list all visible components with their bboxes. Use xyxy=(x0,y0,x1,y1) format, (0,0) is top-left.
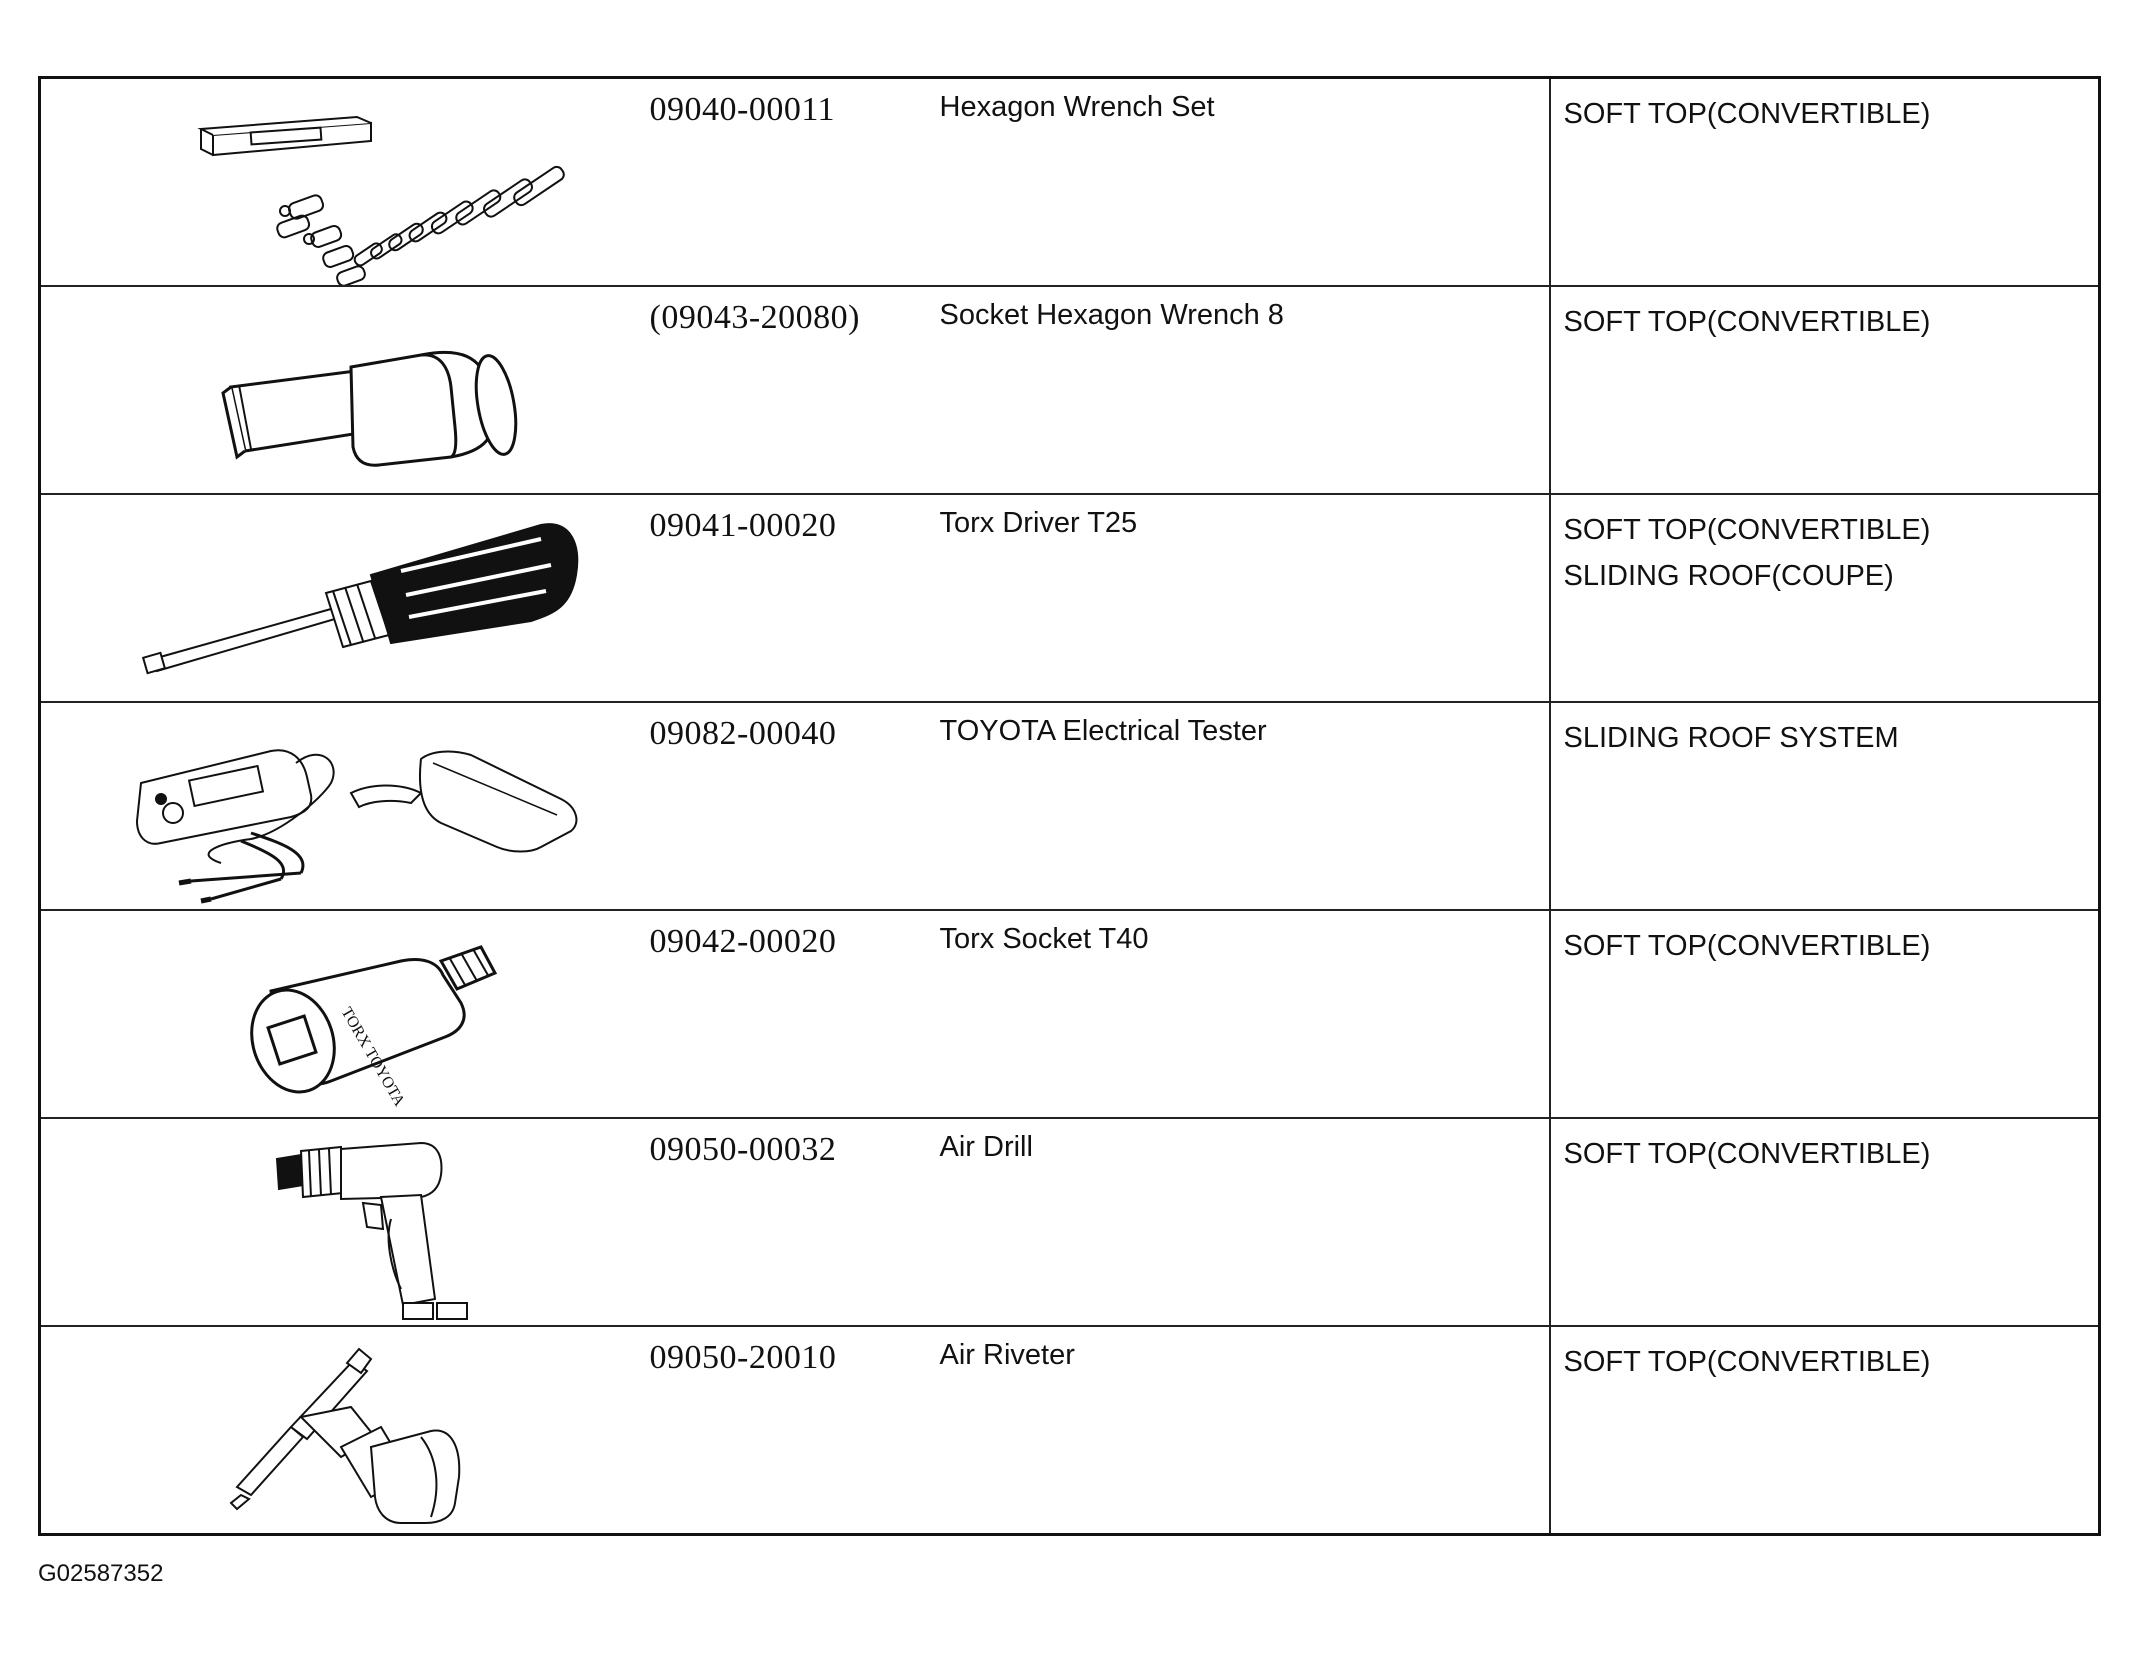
usage-item: SOFT TOP(CONVERTIBLE) xyxy=(1563,514,1931,546)
part-number-cell: 09042-00020 xyxy=(639,909,930,1119)
usage-cell: SOFT TOP(CONVERTIBLE) SLIDING ROOF(COUPE… xyxy=(1548,493,2100,703)
table-row: 09082-00040 TOYOTA Electrical Tester SLI… xyxy=(39,701,2100,911)
usage-cell: SOFT TOP(CONVERTIBLE) xyxy=(1548,76,2100,287)
part-number-cell: 09050-00032 xyxy=(639,1117,930,1327)
torx-driver-icon xyxy=(41,495,641,701)
usage-item: SOFT TOP(CONVERTIBLE) xyxy=(1563,1346,1931,1378)
tool-name-cell: Air Riveter xyxy=(929,1325,1550,1536)
part-number: 09040-00011 xyxy=(649,91,836,128)
tool-name: Air Riveter xyxy=(939,1339,1075,1371)
illustration-cell xyxy=(39,285,641,495)
tool-name-cell: Torx Socket T40 xyxy=(929,909,1550,1119)
table-row: 09040-00011 Hexagon Wrench Set SOFT TOP(… xyxy=(39,76,2100,287)
socket-hexagon-wrench-icon xyxy=(41,287,641,493)
table-row: TORX TOYOTA 09042-00020 Torx Socket T40 … xyxy=(39,909,2100,1119)
usage-cell: SOFT TOP(CONVERTIBLE) xyxy=(1548,909,2100,1119)
part-number: 09050-00032 xyxy=(649,1131,837,1168)
usage-item: SOFT TOP(CONVERTIBLE) xyxy=(1563,1138,1931,1170)
tool-name-cell: Air Drill xyxy=(929,1117,1550,1327)
part-number: 09050-20010 xyxy=(649,1339,837,1376)
figure-id: G02587352 xyxy=(38,1560,164,1587)
usage-cell: SLIDING ROOF SYSTEM xyxy=(1548,701,2100,911)
hexagon-wrench-set-icon xyxy=(41,79,641,285)
illustration-cell xyxy=(39,493,641,703)
illustration-cell: TORX TOYOTA xyxy=(39,909,641,1119)
table-row: 09050-20010 Air Riveter SOFT TOP(CONVERT… xyxy=(39,1325,2100,1536)
usage-cell: SOFT TOP(CONVERTIBLE) xyxy=(1548,1117,2100,1327)
air-riveter-icon xyxy=(41,1327,641,1533)
part-number: 09041-00020 xyxy=(649,507,837,544)
illustration-cell xyxy=(39,1325,641,1536)
illustration-cell xyxy=(39,1117,641,1327)
usage-item: SOFT TOP(CONVERTIBLE) xyxy=(1563,306,1931,338)
tool-name: TOYOTA Electrical Tester xyxy=(939,715,1267,747)
illustration-cell xyxy=(39,701,641,911)
torx-socket-icon: TORX TOYOTA xyxy=(41,911,641,1117)
table-row: 09050-00032 Air Drill SOFT TOP(CONVERTIB… xyxy=(39,1117,2100,1327)
electrical-tester-icon xyxy=(41,703,641,909)
tool-name-cell: Hexagon Wrench Set xyxy=(929,76,1550,287)
part-number-cell: 09041-00020 xyxy=(639,493,930,703)
part-number: 09042-00020 xyxy=(649,923,837,960)
table-row: (09043-20080) Socket Hexagon Wrench 8 SO… xyxy=(39,285,2100,495)
usage-cell: SOFT TOP(CONVERTIBLE) xyxy=(1548,285,2100,495)
tool-name-cell: Socket Hexagon Wrench 8 xyxy=(929,285,1550,495)
tool-name-cell: TOYOTA Electrical Tester xyxy=(929,701,1550,911)
usage-item: SLIDING ROOF(COUPE) xyxy=(1563,560,1894,592)
part-number-cell: (09043-20080) xyxy=(639,285,930,495)
tool-name: Air Drill xyxy=(939,1131,1033,1163)
usage-item: SLIDING ROOF SYSTEM xyxy=(1563,722,1899,754)
part-number-cell: 09082-00040 xyxy=(639,701,930,911)
usage-item: SOFT TOP(CONVERTIBLE) xyxy=(1563,930,1931,962)
part-number: 09082-00040 xyxy=(649,715,837,752)
table-row: 09041-00020 Torx Driver T25 SOFT TOP(CON… xyxy=(39,493,2100,703)
tool-name: Torx Driver T25 xyxy=(939,507,1138,539)
air-drill-icon xyxy=(41,1119,641,1325)
special-service-tools-table: 09040-00011 Hexagon Wrench Set SOFT TOP(… xyxy=(38,76,2101,1536)
tool-name: Hexagon Wrench Set xyxy=(939,91,1215,123)
illustration-cell xyxy=(39,76,641,287)
tool-name-cell: Torx Driver T25 xyxy=(929,493,1550,703)
part-number-cell: 09050-20010 xyxy=(639,1325,930,1536)
tool-name: Torx Socket T40 xyxy=(939,923,1149,955)
usage-cell: SOFT TOP(CONVERTIBLE) xyxy=(1548,1325,2100,1536)
part-number-cell: 09040-00011 xyxy=(639,76,930,287)
part-number: (09043-20080) xyxy=(649,299,860,336)
tool-name: Socket Hexagon Wrench 8 xyxy=(939,299,1284,331)
usage-item: SOFT TOP(CONVERTIBLE) xyxy=(1563,98,1931,130)
